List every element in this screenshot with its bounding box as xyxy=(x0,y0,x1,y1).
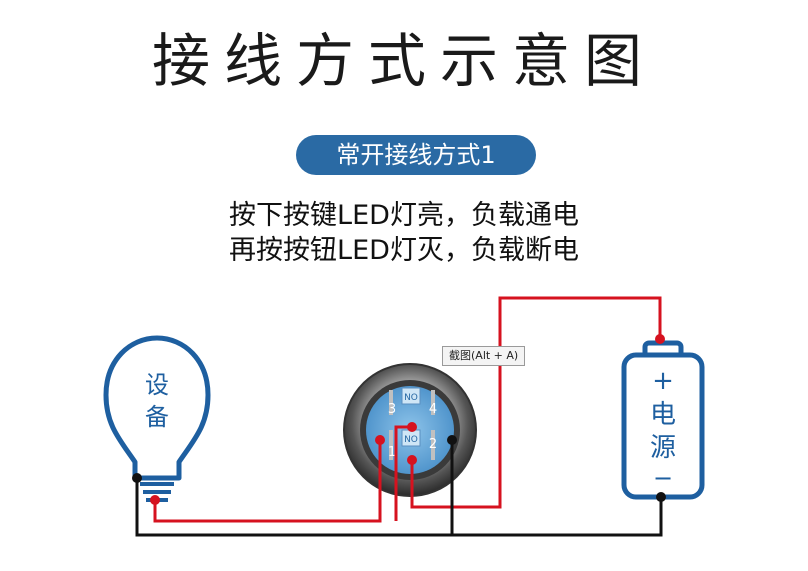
power-battery-icon: + 电 源 − xyxy=(621,340,705,500)
device-label-2: 备 xyxy=(145,403,169,431)
switch-terminal-1: 1 xyxy=(388,445,396,460)
junction-dots xyxy=(132,334,666,505)
device-bulb-icon: 设 备 xyxy=(103,335,211,502)
power-plus-sign: + xyxy=(652,366,674,396)
power-minus-sign: − xyxy=(653,464,673,492)
switch-terminal-4: 4 xyxy=(429,402,437,417)
switch-terminal-3: 3 xyxy=(388,402,396,417)
switch-no-label-bottom: NO xyxy=(404,435,418,445)
power-label-2: 源 xyxy=(650,433,676,463)
wiring-mode-badge: 常开接线方式1 xyxy=(296,135,536,175)
description-line-1: 按下按键LED灯亮，负载通电 xyxy=(229,200,579,231)
switch-terminal-2: 2 xyxy=(429,437,437,452)
power-label-1: 电 xyxy=(650,400,676,430)
device-label-1: 设 xyxy=(145,371,169,399)
page-title: 接线方式示意图 xyxy=(151,27,656,95)
switch-no-label-top: NO xyxy=(404,393,418,403)
screenshot-tooltip: 截图(Alt + A) xyxy=(442,346,526,366)
red-wires xyxy=(153,296,662,523)
description-line-2: 再按按钮LED灯灭，负载断电 xyxy=(229,235,579,266)
black-wires xyxy=(135,440,663,537)
